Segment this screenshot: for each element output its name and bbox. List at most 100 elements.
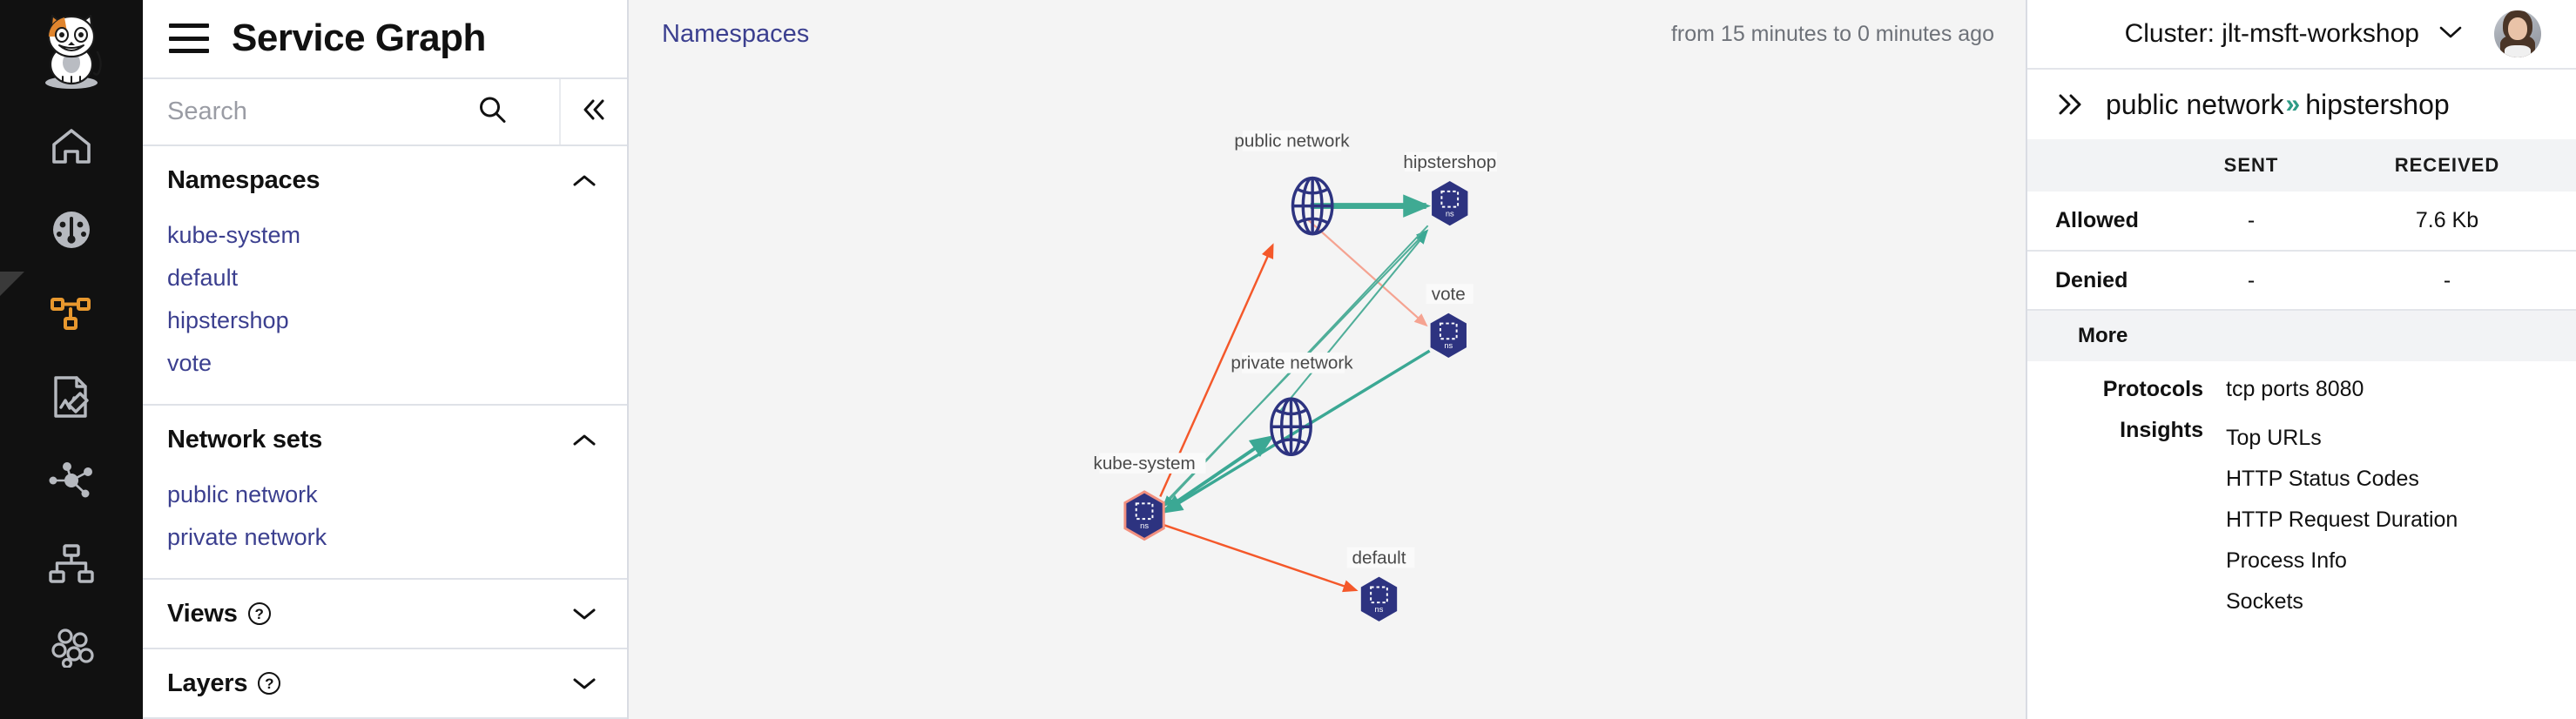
graph-svg[interactable]: public network ns hipstershop <box>629 68 2013 642</box>
search-icon[interactable] <box>477 95 507 129</box>
graph-node-label: public network <box>1234 131 1350 151</box>
insight-sockets[interactable]: Sockets <box>2226 589 2303 614</box>
edge-vote-kube-system[interactable] <box>1161 349 1431 514</box>
sidebar-item-public-network[interactable]: public network <box>167 481 318 507</box>
help-icon[interactable]: ? <box>247 602 271 625</box>
search-input[interactable] <box>143 97 559 126</box>
section-title: Namespaces <box>167 165 320 194</box>
chevron-down-icon <box>573 677 596 690</box>
table-row: Denied - - <box>2027 251 2576 311</box>
double-chevron-right-icon[interactable] <box>2055 91 2085 118</box>
help-icon[interactable]: ? <box>258 672 281 695</box>
graph-node-kube-system[interactable]: ns kube-system <box>1093 453 1206 541</box>
section-title: Views <box>167 599 238 628</box>
cluster-bubbles-icon <box>48 628 95 668</box>
details-separator-icon: » <box>2285 90 2301 118</box>
service-graph-icon <box>49 292 94 334</box>
edge-public-network-vote[interactable] <box>1306 218 1428 327</box>
details-title: public network » hipstershop <box>2106 89 2450 121</box>
hierarchy-icon <box>49 544 94 584</box>
edge-private-network-hipstershop[interactable] <box>1279 231 1428 412</box>
namespace-inner-square-icon <box>1370 586 1388 604</box>
breadcrumb[interactable]: Namespaces <box>662 19 810 48</box>
insight-http-request-duration[interactable]: HTTP Request Duration <box>2226 507 2458 532</box>
chevron-down-icon <box>573 608 596 621</box>
namespace-inner-square-icon <box>1135 502 1154 521</box>
chevron-down-icon <box>2438 24 2463 44</box>
graph-node-sublabel: ns <box>1446 209 1454 218</box>
top-right-header: Cluster: jlt-msft-workshop <box>2027 0 2576 68</box>
graph-node-label: kube-system <box>1093 454 1195 474</box>
insight-top-urls[interactable]: Top URLs <box>2226 426 2322 450</box>
hamburger-menu-icon[interactable] <box>169 24 209 54</box>
sidebar-item-network-sets[interactable] <box>0 439 143 522</box>
section-body-namespaces: kube-system default hipstershop vote <box>143 214 627 404</box>
namespace-inner-square-icon <box>1440 190 1460 208</box>
section-header-layers[interactable]: Layers ? <box>143 649 627 717</box>
gauge-icon <box>50 208 93 252</box>
sidebar-item-default[interactable]: default <box>167 265 239 291</box>
section-layers: Layers ? <box>143 649 627 719</box>
left-filter-panel: Service Graph N <box>143 0 629 719</box>
calico-cat-logo <box>30 9 113 92</box>
graph-node-label: vote <box>1432 284 1466 304</box>
cluster-label: Cluster: jlt-msft-workshop <box>2124 19 2419 48</box>
collapse-panel-button[interactable] <box>561 79 627 144</box>
rail-item-list <box>0 104 143 689</box>
globe-icon <box>1291 176 1334 236</box>
search-row <box>143 77 627 146</box>
left-icon-rail <box>0 0 143 719</box>
section-network-sets: Network sets public network private netw… <box>143 406 627 580</box>
document-edit-icon <box>51 374 92 420</box>
graph-node-default[interactable]: ns default <box>1346 547 1415 622</box>
table-header-row: SENT RECEIVED <box>2027 139 2576 192</box>
sidebar-item-kube-system[interactable]: kube-system <box>167 222 301 248</box>
sidebar-item-clusters[interactable] <box>0 606 143 689</box>
graph-node-private-network[interactable]: private network <box>1231 353 1353 456</box>
insight-process-info[interactable]: Process Info <box>2226 548 2347 573</box>
sidebar-item-home[interactable] <box>0 104 143 188</box>
search-box <box>143 78 561 144</box>
insights-row: Insights Top URLs HTTP Status Codes HTTP… <box>2027 402 2576 622</box>
section-namespaces: Namespaces kube-system default hipstersh… <box>143 146 627 406</box>
avatar[interactable] <box>2494 10 2541 57</box>
denied-received-value: - <box>2318 251 2576 311</box>
time-range-label: from 15 minutes to 0 minutes ago <box>1670 21 1994 46</box>
graph-node-vote[interactable]: ns vote <box>1426 284 1473 358</box>
graph-node-hipstershop[interactable]: ns hipstershop <box>1403 151 1497 226</box>
details-target: hipstershop <box>2305 88 2450 120</box>
sidebar-item-topology[interactable] <box>0 522 143 606</box>
graph-canvas-area: Namespaces from 15 minutes to 0 minutes … <box>629 0 2027 719</box>
insight-http-status-codes[interactable]: HTTP Status Codes <box>2226 467 2419 491</box>
cluster-selector[interactable]: Cluster: jlt-msft-workshop <box>2125 19 2463 49</box>
section-header-network-sets[interactable]: Network sets <box>143 406 627 474</box>
avatar-face <box>2508 17 2527 40</box>
namespace-hexagon <box>1430 312 1467 358</box>
insights-label: Insights <box>2120 418 2203 442</box>
details-panel: Cluster: jlt-msft-workshop public networ… <box>2027 0 2576 719</box>
service-graph-diagram[interactable]: public network ns hipstershop <box>629 68 2026 719</box>
graph-node-public-network[interactable]: public network <box>1234 130 1350 236</box>
sidebar-item-vote[interactable]: vote <box>167 350 212 376</box>
sidebar-item-service-graph[interactable] <box>0 272 143 355</box>
sidebar-item-dashboards[interactable] <box>0 188 143 272</box>
section-title: Layers <box>167 669 248 697</box>
sidebar-item-hipstershop[interactable]: hipstershop <box>167 307 289 333</box>
sidebar-item-policies[interactable] <box>0 355 143 439</box>
sidebar-item-private-network[interactable]: private network <box>167 524 327 550</box>
section-header-views[interactable]: Views ? <box>143 580 627 648</box>
protocols-label: Protocols <box>2102 377 2203 401</box>
row-label-denied: Denied <box>2027 251 2184 311</box>
network-nodes-icon <box>48 461 95 500</box>
edge-kube-system-default[interactable] <box>1162 523 1359 593</box>
more-section-header[interactable]: More <box>2027 311 2576 361</box>
section-header-namespaces[interactable]: Namespaces <box>143 146 627 214</box>
section-views: Views ? <box>143 580 627 649</box>
globe-icon <box>1270 397 1312 456</box>
section-body-network-sets: public network private network <box>143 474 627 578</box>
namespace-hexagon <box>1360 576 1398 622</box>
denied-sent-value: - <box>2184 251 2318 311</box>
row-label-allowed: Allowed <box>2027 192 2184 252</box>
chevron-up-icon <box>573 433 596 447</box>
